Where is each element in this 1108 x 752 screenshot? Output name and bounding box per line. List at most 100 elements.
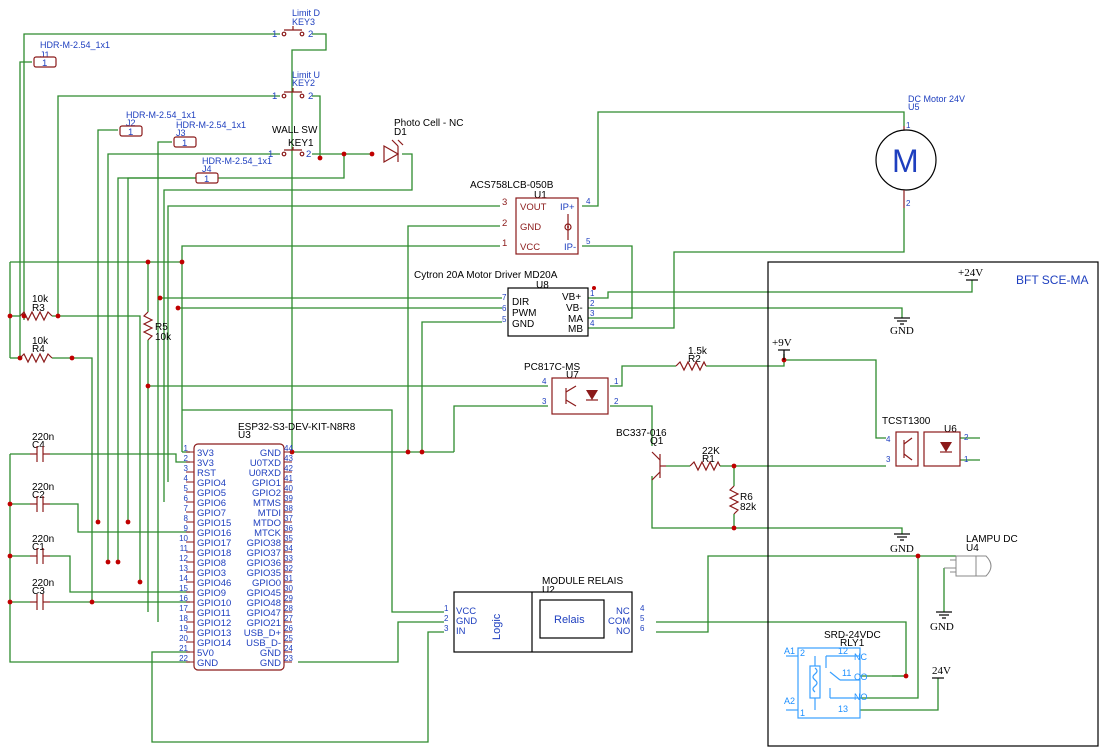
gnd-q1: GND (890, 533, 914, 555)
capacitor-c1: 220n C1 (30, 534, 54, 564)
junction (175, 305, 181, 311)
u3-right-pin-label: GPIO0 (252, 578, 281, 589)
wire (453, 405, 548, 452)
u2-pin5-num: 5 (640, 614, 645, 623)
u3-right-pin-label: MTCK (254, 528, 282, 539)
u3-left-pin-num: 3 (184, 464, 189, 473)
u2-pin1-num: 1 (444, 604, 449, 613)
rly1-pin2: 2 (800, 648, 805, 658)
u3-left-pin-label: GPIO46 (197, 578, 231, 589)
junction (592, 286, 596, 290)
j1-model: HDR-M-2.54_1x1 (40, 40, 110, 50)
u3-left-pin-label: GPIO7 (197, 508, 226, 519)
j1-ref: J1 (40, 50, 50, 60)
wire (421, 321, 502, 452)
r6-val: 82k (740, 502, 757, 513)
gnd-label-3: GND (930, 621, 954, 633)
wire (610, 365, 676, 387)
u3-left-pin-num: 5 (184, 484, 189, 493)
junction (157, 295, 163, 301)
rly1-pin13: 13 (838, 704, 848, 714)
u3-left-pin-label: GPIO12 (197, 618, 231, 629)
junction (105, 559, 111, 565)
key3-pin2: 2 (308, 29, 313, 40)
u8-pin5-num: 5 (502, 315, 507, 324)
wire (117, 154, 345, 562)
u3-right-pin-num: 37 (284, 514, 293, 523)
header-j4: HDR-M-2.54_1x1 J4 1 (195, 156, 272, 185)
u3-right-pin-num: 39 (284, 494, 293, 503)
u8-pin3-label: MA (568, 314, 583, 325)
wire (127, 177, 196, 522)
j2-model: HDR-M-2.54_1x1 (126, 110, 196, 120)
power-24v-relay: 24V (932, 665, 951, 679)
r5-ref: R5 (155, 322, 168, 333)
j3-ref: J3 (176, 128, 186, 138)
u3-right-pin-label: GPIO37 (247, 548, 281, 559)
resistor-r1: 22K R1 (689, 446, 721, 472)
u3-left-pin-label: 5V0 (197, 648, 214, 659)
junction (7, 599, 13, 605)
u3-right-pin-num: 41 (284, 474, 293, 483)
wire (588, 307, 903, 318)
u3-left-pin-label: GPIO9 (197, 588, 226, 599)
j2-pin: 1 (128, 127, 133, 138)
wire (407, 225, 500, 452)
optocoupler-u7: PC817C-MS U7 4 3 1 2 (524, 362, 619, 415)
u3-right-pin-num: 40 (284, 484, 293, 493)
rly1-co: CO (854, 672, 868, 682)
d1-ref: D1 (394, 127, 407, 138)
u3-right-pin-label: GPIO47 (247, 608, 281, 619)
u8-pin2-label: VB- (566, 303, 583, 314)
u7-pin3: 3 (542, 397, 547, 406)
gnd-lamp: GND (930, 611, 954, 633)
u3-left-pin-num: 17 (179, 604, 188, 613)
u7-pin2: 2 (614, 397, 619, 406)
junction (145, 259, 151, 265)
wire (784, 359, 886, 439)
u3-right-pin-label: GPIO48 (247, 598, 281, 609)
rly1-nc: NC (854, 652, 867, 662)
u2-name: MODULE RELAIS (542, 576, 623, 587)
j4-model: HDR-M-2.54_1x1 (202, 156, 272, 166)
junction (7, 501, 13, 507)
u7-name: PC817C-MS (524, 362, 580, 373)
c2-val: 220n (32, 482, 54, 493)
resistor-r6: R6 82k (728, 485, 757, 515)
key1-pin1: 1 (268, 149, 273, 160)
c2-ref: C2 (32, 490, 45, 501)
c3-val: 220n (32, 578, 54, 589)
u3-left-pin-label: GPIO13 (197, 628, 231, 639)
u3-right-pin-num: 42 (284, 464, 293, 473)
gnd-u8: GND (890, 317, 914, 337)
u3-left-pin-label: GND (197, 658, 218, 669)
u3-left-pin-num: 10 (179, 534, 188, 543)
u1-ref: U1 (534, 190, 547, 201)
u3-right-pin-num: 33 (284, 554, 293, 563)
u1-pin3-num: 3 (502, 197, 507, 208)
key1-name: WALL SW (272, 125, 318, 136)
u3-left-pin-label: 3V3 (197, 458, 214, 469)
u3-right-pin-num: 24 (284, 644, 293, 653)
wire (582, 111, 905, 207)
u3-right-pin-label: USB_D- (246, 638, 281, 649)
gnd-label-1: GND (890, 325, 914, 337)
j1-pin: 1 (42, 58, 47, 69)
wire (651, 476, 903, 534)
r1-ref: R1 (702, 454, 715, 465)
j3-model: HDR-M-2.54_1x1 (176, 120, 246, 130)
u3-left-pin-label: RST (197, 468, 216, 479)
u1-pin3-label: VOUT (520, 202, 547, 213)
u2-pin1-label: VCC (456, 606, 476, 617)
u3-left-pin-num: 20 (179, 634, 188, 643)
u3-name: ESP32-S3-DEV-KIT-N8R8 (238, 422, 356, 433)
u3-left-pin-label: GPIO18 (197, 548, 231, 559)
u8-name: Cytron 20A Motor Driver MD20A (414, 270, 558, 281)
bft-board: BFT SCE-MA (767, 261, 1099, 747)
capacitor-c2: 220n C2 (30, 482, 54, 512)
junction (405, 449, 411, 455)
u3-right-pin-num: 38 (284, 504, 293, 513)
u2-pin2-label: GND (456, 616, 477, 627)
junction (731, 525, 737, 531)
